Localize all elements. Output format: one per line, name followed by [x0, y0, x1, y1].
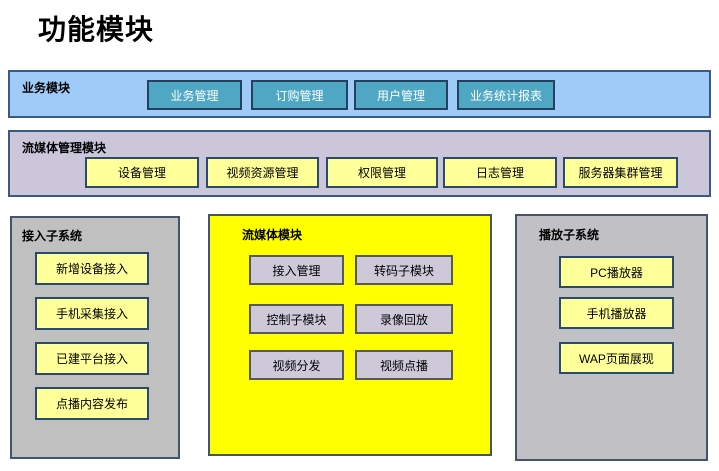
block-video-on-demand: 视频点播	[355, 350, 453, 380]
block-log-mgmt: 日志管理	[443, 157, 557, 188]
block-vod-content-publish: 点播内容发布	[35, 387, 149, 420]
panel-streaming-label: 流媒体模块	[242, 228, 303, 242]
block-control-submodule: 控制子模块	[249, 304, 344, 334]
block-transcode-submodule: 转码子模块	[355, 255, 453, 285]
panel-player-label: 播放子系统	[539, 228, 600, 242]
block-business-mgmt: 业务管理	[147, 80, 242, 110]
page-title: 功能模块	[38, 14, 155, 45]
section-media-mgmt-label: 流媒体管理模块	[22, 141, 107, 155]
block-video-distribution: 视频分发	[249, 350, 344, 380]
block-server-cluster-mgmt: 服务器集群管理	[563, 157, 678, 188]
block-wap-page-display: WAP页面展现	[559, 342, 674, 374]
block-mobile-capture-access: 手机采集接入	[35, 297, 149, 330]
block-mobile-player: 手机播放器	[559, 297, 674, 329]
block-pc-player: PC播放器	[559, 256, 674, 288]
panel-access-label: 接入子系统	[22, 229, 83, 243]
block-device-mgmt: 设备管理	[85, 157, 199, 188]
block-user-mgmt: 用户管理	[354, 80, 448, 110]
section-business-label: 业务模块	[22, 81, 71, 95]
block-access-mgmt: 接入管理	[249, 255, 344, 285]
section-media-mgmt-module: 流媒体管理模块 设备管理 视频资源管理 权限管理 日志管理 服务器集群管理	[8, 130, 711, 197]
panel-access-subsystem: 接入子系统 新增设备接入 手机采集接入 已建平台接入 点播内容发布	[10, 216, 180, 459]
panel-player-subsystem: 播放子系统 PC播放器 手机播放器 WAP页面展现	[515, 214, 708, 461]
block-order-mgmt: 订购管理	[251, 80, 348, 110]
block-existing-platform-access: 已建平台接入	[35, 342, 149, 375]
panel-streaming-module: 流媒体模块 接入管理 转码子模块 控制子模块 录像回放 视频分发 视频点播	[208, 214, 492, 456]
block-business-stats-report: 业务统计报表	[457, 80, 555, 110]
section-business-module: 业务模块 业务管理 订购管理 用户管理 业务统计报表	[8, 70, 711, 118]
block-permission-mgmt: 权限管理	[326, 157, 438, 188]
block-new-device-access: 新增设备接入	[35, 252, 149, 285]
block-video-resource-mgmt: 视频资源管理	[206, 157, 319, 188]
block-recording-playback: 录像回放	[355, 304, 453, 334]
